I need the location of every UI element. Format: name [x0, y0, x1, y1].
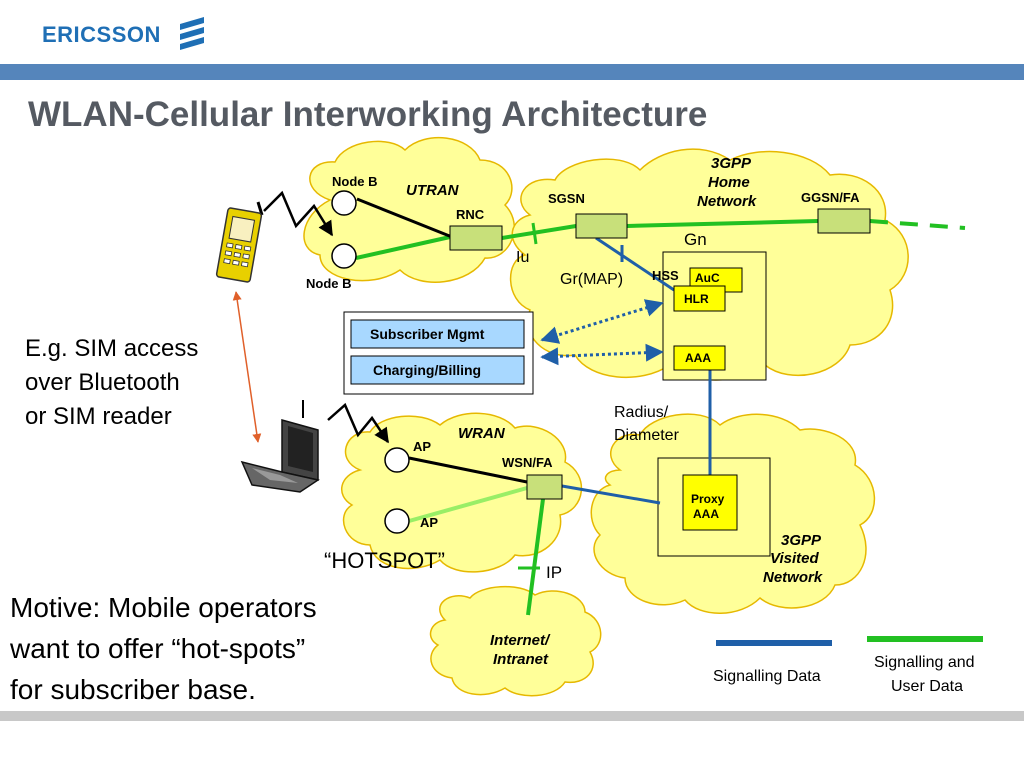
gr-label: Gr(MAP)	[560, 271, 623, 288]
ap-1-label: AP	[413, 439, 431, 454]
auc-label: AuC	[695, 271, 720, 285]
subscriber-mgmt-label: Subscriber Mgmt	[370, 326, 485, 342]
nodeb-rnc-link	[356, 197, 453, 239]
sim-access-arrow	[232, 291, 262, 443]
hotspot-label: “HOTSPOT”	[324, 548, 445, 573]
visited-network-label-3: Network	[763, 569, 823, 586]
ap-2	[384, 508, 410, 534]
rnc-node	[449, 225, 503, 251]
wlan-radio-zigzag	[327, 402, 390, 444]
sgsn-ggsn-link	[626, 219, 819, 228]
mobile-phone-icon	[215, 201, 264, 283]
aaa-node	[673, 345, 726, 371]
wsn-internet-link	[526, 498, 545, 616]
home-network-label-3: Network	[697, 193, 757, 210]
node-b-1-label: Node B	[332, 174, 378, 189]
node-b-1	[331, 190, 357, 216]
sgsn-label: SGSN	[548, 191, 585, 206]
utran-label: UTRAN	[406, 182, 460, 199]
gn-label: Gn	[684, 230, 707, 249]
home-network-label-1: 3GPP	[711, 155, 752, 172]
sim-note-2: over Bluetooth	[25, 369, 180, 396]
nodeb-rnc-green-link	[355, 235, 451, 260]
header-bar	[0, 64, 1024, 80]
proxy-aaa-label-1: Proxy	[691, 492, 725, 506]
charging-billing-box	[350, 355, 525, 385]
ap-wsn-green-link	[408, 486, 528, 523]
ggsn-external-link	[869, 219, 966, 230]
node-b-2	[331, 243, 357, 269]
home-network-label-2: Home	[708, 174, 750, 191]
visited-network-label-2: Visited	[770, 550, 819, 567]
ggsn-node	[817, 208, 871, 234]
legend-user-data-label-1: Signalling and	[874, 654, 975, 671]
ip-label: IP	[546, 563, 562, 582]
hlr-node	[673, 285, 726, 312]
wsn-proxy-link	[561, 484, 661, 505]
ap-1	[384, 447, 410, 473]
page-title: WLAN-Cellular Interworking Architecture	[28, 95, 708, 134]
iu-label: Iu	[516, 249, 529, 266]
proxy-aaa-node	[682, 474, 738, 531]
node-b-2-label: Node B	[306, 276, 352, 291]
motive-line-1: Motive: Mobile operators	[10, 592, 317, 623]
subscriber-mgmt-box	[350, 319, 525, 349]
motive-line-3: for subscriber base.	[10, 674, 256, 705]
laptop-icon	[240, 400, 320, 493]
internet-cloud	[429, 585, 602, 697]
charging-aaa-arrow	[540, 343, 664, 366]
proxy-aaa-label-2: AAA	[693, 507, 719, 521]
ericsson-logo-text: ERICSSON	[42, 22, 161, 47]
ap-2-label: AP	[420, 515, 438, 530]
visited-network-label-1: 3GPP	[781, 532, 822, 549]
legend-user-data-label-2: User Data	[891, 678, 963, 695]
sim-note-1: E.g. SIM access	[25, 335, 198, 362]
sim-note-3: or SIM reader	[25, 403, 172, 430]
internet-label-1: Internet/	[490, 632, 551, 649]
cellular-radio-zigzag	[263, 190, 334, 237]
wran-label: WRAN	[458, 425, 506, 442]
rnc-sgsn-link	[501, 224, 577, 240]
sgsn-node	[575, 213, 628, 239]
sgsn-hlr-link	[595, 236, 675, 292]
ggsn-label: GGSN/FA	[801, 190, 860, 205]
legend-signalling-label: Signalling Data	[713, 668, 821, 685]
wsn-node	[526, 474, 563, 500]
motive-line-2: want to offer “hot-spots”	[9, 633, 305, 664]
radius-label-1: Radius/	[614, 404, 669, 421]
rnc-label: RNC	[456, 207, 485, 222]
wsn-label: WSN/FA	[502, 455, 553, 470]
charging-billing-label: Charging/Billing	[373, 362, 481, 378]
hlr-label: HLR	[684, 292, 709, 306]
radius-label-2: Diameter	[614, 427, 680, 444]
footer-bar	[0, 711, 1024, 721]
subscriber-hlr-arrow	[540, 299, 664, 344]
iu-tick	[531, 222, 538, 245]
hss-label: HSS	[652, 268, 679, 283]
ap-wsn-link	[408, 456, 528, 484]
aaa-label: AAA	[685, 351, 711, 365]
internet-label-2: Intranet	[493, 651, 549, 668]
